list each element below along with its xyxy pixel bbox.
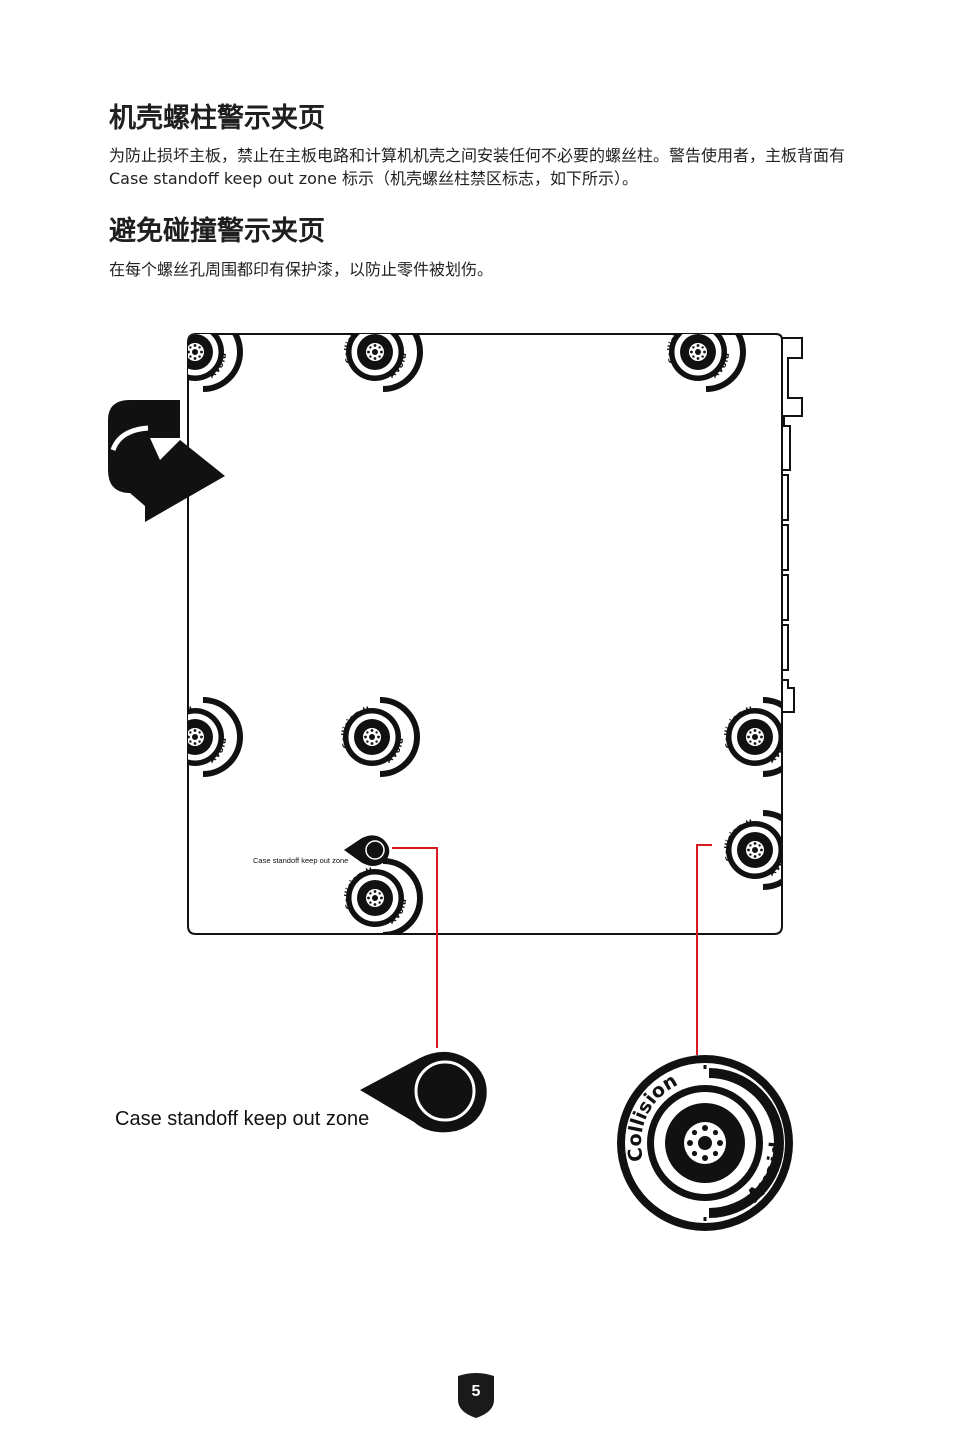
- keepout-marker-small: [344, 835, 390, 866]
- callout-line-keepout: [392, 847, 438, 1048]
- keepout-marker-large: [360, 1051, 487, 1133]
- section-title-collision: 避免碰撞警示夹页: [109, 216, 325, 247]
- flip-arrow-icon: [108, 400, 225, 522]
- page-number-shield: [458, 1373, 494, 1418]
- avoid-collision-badge: Collision Avoid: [610, 1055, 795, 1231]
- keepout-label-large: Case standoff keep out zone: [115, 1108, 370, 1130]
- io-edge: [781, 337, 803, 713]
- board-outline: [187, 333, 783, 935]
- section-body-standoff: 为防止损坏主板，禁止在主板电路和计算机机壳之间安装任何不必要的螺丝柱。警告使用者…: [109, 146, 846, 188]
- section-title-standoff: 机壳螺柱警示夹页: [109, 103, 325, 134]
- callout-line-avoid: [696, 844, 712, 1055]
- page-number: 5: [471, 1383, 481, 1400]
- section-body-collision: 在每个螺丝孔周围都印有保护漆，以防止零件被划伤。: [109, 260, 494, 279]
- keepout-label-small: Case standoff keep out zone: [253, 856, 349, 865]
